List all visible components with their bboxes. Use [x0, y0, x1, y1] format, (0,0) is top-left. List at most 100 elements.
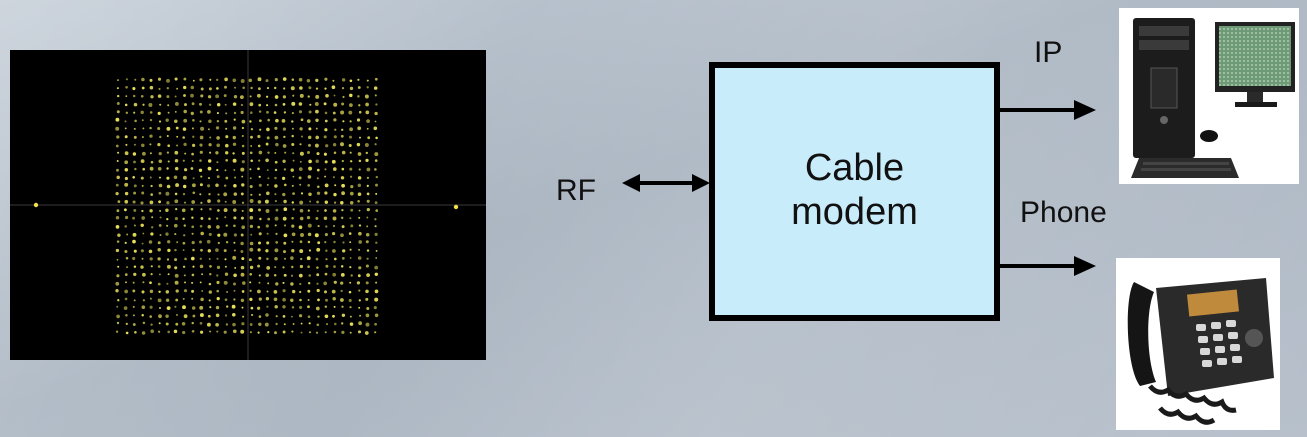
constellation-point — [358, 299, 361, 302]
constellation-point — [159, 307, 161, 309]
rf-label: RF — [556, 174, 596, 207]
constellation-point — [241, 209, 244, 212]
constellation-point — [124, 273, 128, 276]
constellation-point — [225, 158, 229, 162]
constellation-point — [366, 127, 369, 130]
rf-arrow-head-left — [622, 174, 640, 192]
constellation-point — [175, 289, 179, 293]
constellation-point — [191, 127, 194, 130]
constellation-point — [232, 152, 235, 155]
constellation-point — [316, 152, 320, 156]
constellation-point — [257, 144, 261, 148]
constellation-point — [225, 323, 229, 326]
constellation-point — [290, 274, 294, 277]
constellation-point — [325, 264, 329, 268]
constellation-point — [182, 184, 187, 189]
constellation-point — [265, 273, 269, 277]
constellation-point — [142, 299, 146, 302]
constellation-point — [334, 184, 337, 187]
constellation-point — [174, 248, 177, 252]
constellation-point — [283, 233, 288, 238]
constellation-point — [174, 166, 179, 171]
constellation-point — [282, 266, 285, 269]
constellation-point — [291, 184, 294, 187]
constellation-point — [333, 257, 337, 261]
constellation-point — [266, 183, 269, 186]
constellation-point — [166, 95, 170, 99]
ip-arrow-head — [1074, 100, 1096, 120]
constellation-point — [140, 223, 144, 228]
constellation-point — [199, 321, 203, 325]
constellation-point — [349, 241, 352, 244]
constellation-point — [374, 218, 377, 221]
constellation-point — [300, 331, 303, 334]
constellation-point — [158, 223, 162, 227]
constellation-point — [324, 305, 328, 308]
constellation-point — [223, 94, 227, 98]
constellation-point — [241, 144, 245, 148]
constellation-point — [166, 282, 169, 285]
constellation-point — [208, 282, 212, 286]
constellation-point — [242, 281, 246, 285]
constellation-point — [340, 216, 344, 220]
constellation-point — [199, 264, 204, 269]
constellation-point — [291, 249, 295, 253]
constellation-point — [208, 232, 212, 236]
constellation-point — [183, 314, 188, 319]
constellation-point — [232, 313, 236, 317]
constellation-point — [166, 78, 170, 83]
constellation-point — [182, 330, 186, 335]
constellation-point — [359, 314, 362, 317]
constellation-point — [324, 314, 329, 319]
constellation-point — [274, 193, 277, 196]
constellation-point — [357, 78, 360, 81]
constellation-point — [348, 290, 352, 294]
constellation-point — [225, 135, 229, 139]
constellation-point — [266, 290, 269, 293]
constellation-point — [307, 209, 310, 212]
constellation-point — [290, 298, 294, 303]
constellation-point — [373, 86, 378, 90]
constellation-point — [273, 297, 278, 302]
constellation-point — [249, 241, 254, 246]
constellation-point — [299, 143, 302, 146]
constellation-point — [331, 289, 336, 294]
constellation-point — [208, 119, 212, 123]
constellation-point — [233, 233, 237, 237]
constellation-point — [292, 192, 295, 195]
constellation-point — [133, 160, 136, 164]
constellation-point — [324, 119, 328, 123]
constellation-point — [224, 77, 228, 82]
constellation-point — [299, 305, 303, 309]
constellation-point — [182, 249, 185, 252]
constellation-point — [134, 78, 137, 81]
desktop-computer-icon — [1119, 8, 1299, 184]
constellation-point — [225, 112, 228, 115]
constellation-point — [124, 215, 129, 220]
constellation-point — [267, 151, 270, 154]
constellation-point — [334, 128, 337, 131]
constellation-point — [142, 127, 145, 130]
constellation-point — [340, 281, 344, 285]
constellation-point — [126, 233, 129, 236]
constellation-point — [174, 95, 177, 98]
constellation-point — [116, 168, 119, 172]
constellation-point — [258, 193, 261, 196]
constellation-point — [258, 175, 261, 178]
constellation-point — [215, 183, 219, 188]
constellation-point — [207, 177, 211, 180]
constellation-point — [340, 142, 344, 147]
constellation-point — [250, 193, 253, 196]
constellation-point — [374, 159, 378, 162]
constellation-point — [365, 322, 370, 327]
constellation-point — [233, 118, 236, 121]
constellation-point — [140, 176, 144, 180]
constellation-point — [232, 329, 237, 334]
constellation-point — [324, 183, 329, 188]
constellation-point — [232, 102, 237, 106]
constellation-point — [249, 331, 252, 334]
constellation-point — [274, 168, 278, 172]
constellation-point — [341, 322, 344, 325]
constellation-point — [251, 313, 254, 317]
constellation-point — [258, 87, 261, 91]
